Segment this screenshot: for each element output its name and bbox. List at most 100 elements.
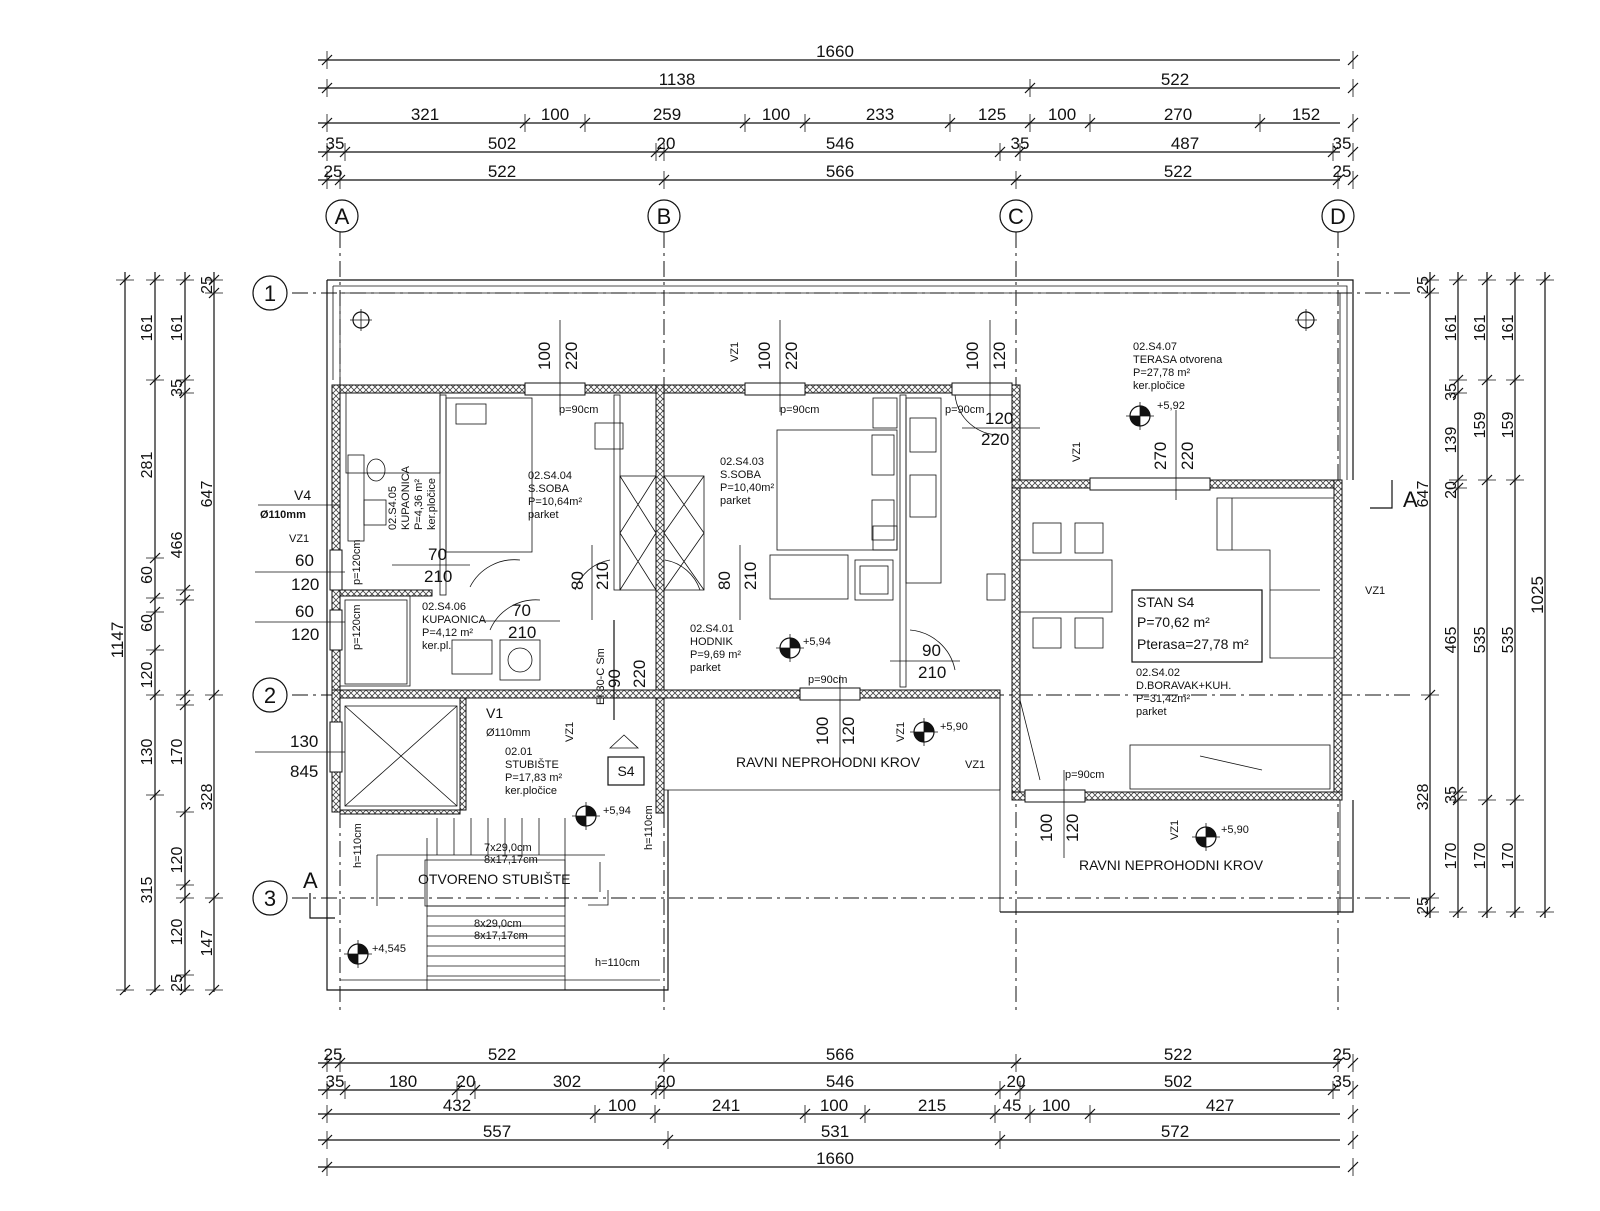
apartment-name: STAN S4 [1137,594,1195,610]
dim-bottom-2a: 35 [326,1072,345,1091]
svg-text:ker.pločice: ker.pločice [1133,380,1185,392]
svg-text:P=9,69 m²: P=9,69 m² [690,649,741,661]
svg-text:P=4,12 m²: P=4,12 m² [422,627,473,639]
door-bath1-height: 210 [424,567,452,586]
dim-bottom-2i: 35 [1333,1072,1352,1091]
dim-right-c3-2: 535 [1472,627,1489,654]
dim-right-c1-3: 25 [1415,897,1432,915]
dim-right-c3-0: 161 [1472,315,1489,342]
axis-label-b: B [657,204,672,229]
window-w3-width: 100 [963,342,982,370]
svg-text:02.S4.03: 02.S4.03 [720,456,764,468]
room-bathroom-1: 02.S4.05 KUPAONICA P=4,36 m² ker.pločice [387,465,438,530]
vz1-label-4: VZ1 [564,722,576,742]
vz1-label-3: VZ1 [1365,585,1385,597]
dim-top-4e: 35 [1011,134,1030,153]
dim-top-5a: 25 [324,162,343,181]
dim-left-c2-2b: 60 [139,614,156,632]
dim-right-c2-4: 465 [1443,627,1460,654]
dim-top-3d: 100 [762,105,790,124]
level-roof-2: +5,90 [1221,824,1249,836]
dim-left-c2-3: 120 [139,662,156,689]
door-bath1-width: 70 [428,545,447,564]
opening-dimensions: 100 220 100 220 100 120 120 220 270 220 … [255,320,1197,858]
drain-v4-label: V4 [294,487,311,503]
dim-bottom-1c: 566 [826,1045,854,1064]
svg-text:P=10,64m²: P=10,64m² [528,496,582,508]
dim-left-c4-2: 328 [199,784,216,811]
axis-label-2: 2 [264,683,276,708]
building-outline [326,279,1354,991]
door-swings [469,394,1041,781]
dim-top-5d: 522 [1164,162,1192,181]
window-s1-height: 120 [839,717,858,745]
room-labels: 02.S4.04 S.SOBA P=10,64m² parket 02.S4.0… [258,341,1385,969]
dim-bottom-2h: 502 [1164,1072,1192,1091]
dim-bottom-3f: 45 [1003,1096,1022,1115]
dim-right-c1-2: 328 [1415,784,1432,811]
dim-right-c2-0: 161 [1443,315,1460,342]
dim-top-4c: 20 [657,134,676,153]
svg-text:ker.pločice: ker.pločice [505,785,557,797]
railing-height-1: h=110cm [352,823,364,868]
dim-right-c4-2: 535 [1500,627,1517,654]
sill-room2: p=90cm [780,404,819,416]
door-bath2-height: 210 [508,623,536,642]
dim-top-3h: 270 [1164,105,1192,124]
dim-top-3b: 100 [541,105,569,124]
dim-right-c2-5: 35 [1443,786,1460,804]
level-terrace: +5,92 [1157,400,1185,412]
svg-text:parket: parket [690,662,721,674]
svg-text:ker.pločice: ker.pločice [426,478,438,530]
svg-text:HODNIK: HODNIK [690,636,733,648]
dim-bottom-4b: 531 [821,1122,849,1141]
vz1-label-2: VZ1 [1071,442,1083,462]
dim-right-c1-1: 647 [1415,481,1432,508]
axis-label-c: C [1008,204,1024,229]
dim-left-c3-0: 161 [169,315,186,342]
svg-text:02.S4.02: 02.S4.02 [1136,667,1180,679]
window-left3-height: 845 [290,762,318,781]
dim-bottom-1a: 25 [324,1045,343,1064]
dim-right-c2-6: 170 [1443,843,1460,870]
dim-left-c3-6: 170 [169,739,186,766]
svg-text:parket: parket [528,509,559,521]
dim-left-c3-1: 35 [169,379,186,397]
door-room2-width: 80 [715,571,734,590]
level-ground: +4,545 [372,943,406,955]
apartment-summary-box [1131,589,1263,663]
room-bathroom-2: 02.S4.06 KUPAONICA P=4,12 m² ker.pl. [422,601,487,652]
svg-text:ker.pl.: ker.pl. [422,640,451,652]
dim-bottom-3h: 427 [1206,1096,1234,1115]
window-w5-height: 220 [1178,442,1197,470]
dim-right-c2-2: 139 [1443,427,1460,454]
dim-left-c2-0: 161 [139,315,156,342]
left-dimensions: 1147 161 281 60 60 120 130 315 161 35 46… [108,272,223,996]
svg-text:parket: parket [1136,706,1167,718]
dim-bottom-2g: 20 [1007,1072,1026,1091]
dim-top-total: 1660 [816,42,854,61]
window-w4-height: 220 [981,430,1009,449]
sill-room1: p=90cm [559,404,598,416]
dim-top-3g: 100 [1048,105,1076,124]
axis-label-a: A [335,204,350,229]
drain-v4-diameter: Ø110mm [260,509,306,521]
furniture [344,392,1335,990]
dim-bottom-4a: 557 [483,1122,511,1141]
dim-right-c4-1: 159 [1500,412,1517,439]
dim-top-3f: 125 [978,105,1006,124]
fire-door-label: EI 30-C Sm [595,648,607,705]
stair-run2-tread: 8x29,0cm [474,918,522,930]
dim-bottom-3a: 432 [443,1096,471,1115]
svg-text:D.BORAVAK+KUH.: D.BORAVAK+KUH. [1136,680,1231,692]
window-w3-height: 120 [990,342,1009,370]
svg-text:KUPAONICA: KUPAONICA [400,465,412,530]
svg-text:KUPAONICA: KUPAONICA [422,614,487,626]
window-s2-height: 120 [1063,814,1082,842]
svg-text:P=10,40m²: P=10,40m² [720,482,774,494]
drain-v1-diameter: Ø110mm [486,727,530,739]
window-s1-width: 100 [813,717,832,745]
window-w4-width: 120 [985,409,1013,428]
sill-bath2: p=120cm [351,604,363,650]
open-staircase-label: OTVORENO STUBIŠTE [418,871,570,887]
